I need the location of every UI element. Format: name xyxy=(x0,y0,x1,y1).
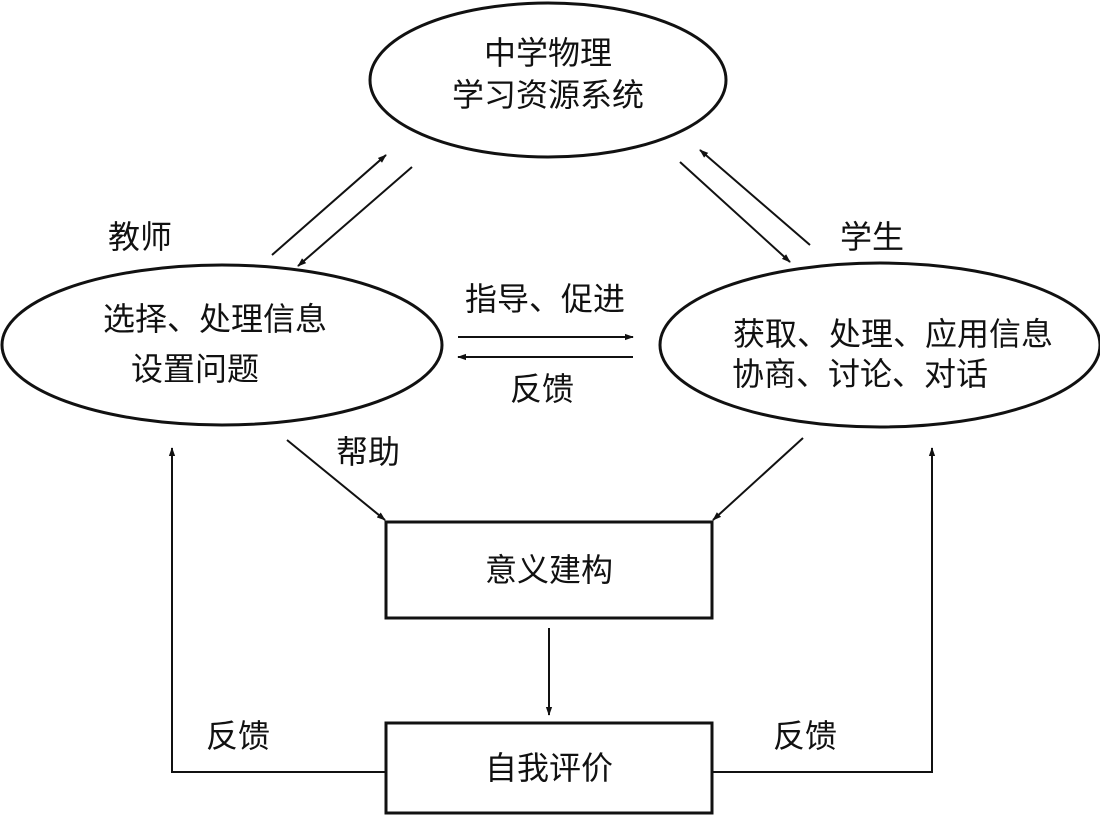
resources-to-student-arrow xyxy=(679,161,791,263)
teacher-line2: 设置问题 xyxy=(131,350,259,388)
student-to-meaning-arrow xyxy=(712,437,804,521)
self-evaluation-box xyxy=(384,721,714,815)
teacher-to-resources-arrow xyxy=(271,154,387,256)
resources-to-teacher-arrow xyxy=(297,166,413,267)
resource-system-node xyxy=(368,1,728,159)
feedback-to-teacher-arrow xyxy=(168,447,386,773)
help-label: 帮助 xyxy=(336,433,400,471)
student-label: 学生 xyxy=(840,218,904,256)
teacher-to-meaning-arrow xyxy=(286,439,386,521)
feedback-middle-label: 反馈 xyxy=(510,370,574,408)
self-evaluation-label: 自我评价 xyxy=(485,749,613,787)
feedback-left-label: 反馈 xyxy=(206,717,270,755)
feedback-right-label: 反馈 xyxy=(773,717,837,755)
teacher-node xyxy=(0,263,444,427)
teacher-label: 教师 xyxy=(108,218,172,256)
resource-system-line1: 中学物理 xyxy=(484,34,612,72)
guide-label: 指导、促进 xyxy=(465,280,625,318)
student-node xyxy=(658,261,1100,429)
meaning-construction-box xyxy=(384,520,714,620)
student-line2: 协商、讨论、对话 xyxy=(732,355,988,393)
resource-system-line2: 学习资源系统 xyxy=(452,76,644,114)
student-to-resources-arrow xyxy=(699,149,811,246)
student-line1: 获取、处理、应用信息 xyxy=(733,315,1053,353)
teacher-line1: 选择、处理信息 xyxy=(103,300,327,338)
meaning-construction-label: 意义建构 xyxy=(485,551,613,589)
feedback-to-student-arrow xyxy=(712,447,936,773)
